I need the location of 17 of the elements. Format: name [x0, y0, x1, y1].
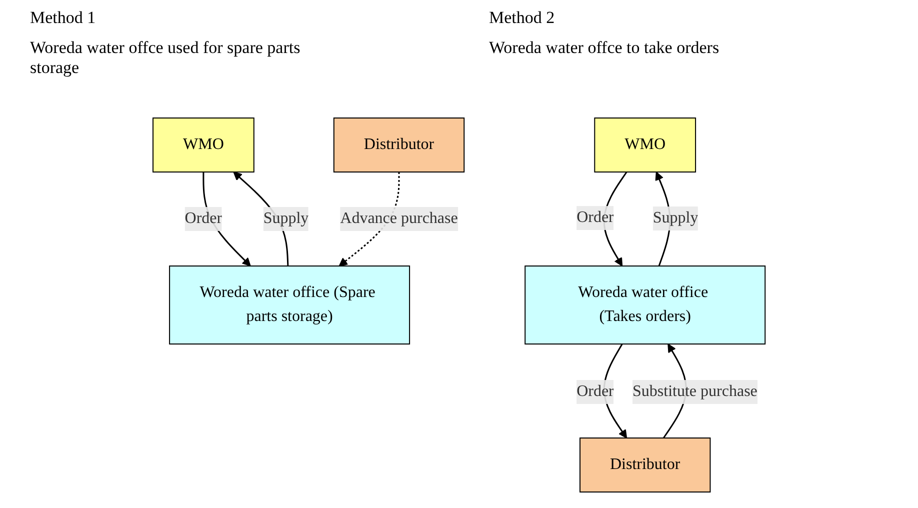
node-box: Distributor: [333, 118, 465, 172]
method-heading: Method 2: [489, 8, 556, 28]
method-description: Woreda water offce used for spare parts storage: [30, 38, 302, 78]
node-box: Woreda water office (Takes orders): [524, 266, 766, 344]
node-box: Distributor: [579, 438, 711, 492]
method-heading: Method 1: [30, 8, 97, 28]
edge-label: Substitute purchase: [632, 382, 758, 400]
edge-label: Order: [576, 382, 614, 400]
node-box: WMO: [594, 118, 696, 172]
edge-label: Advance purchase: [340, 210, 458, 227]
edge-label: Supply: [263, 210, 309, 227]
method-description: Woreda water offce to take orders: [489, 38, 720, 58]
edge-label: Order: [184, 210, 222, 227]
edge-label: Supply: [652, 210, 698, 227]
edge-label: Order: [576, 209, 614, 226]
node-box: WMO: [152, 118, 254, 172]
node-box: Woreda water office (Spare parts storage): [169, 266, 410, 344]
